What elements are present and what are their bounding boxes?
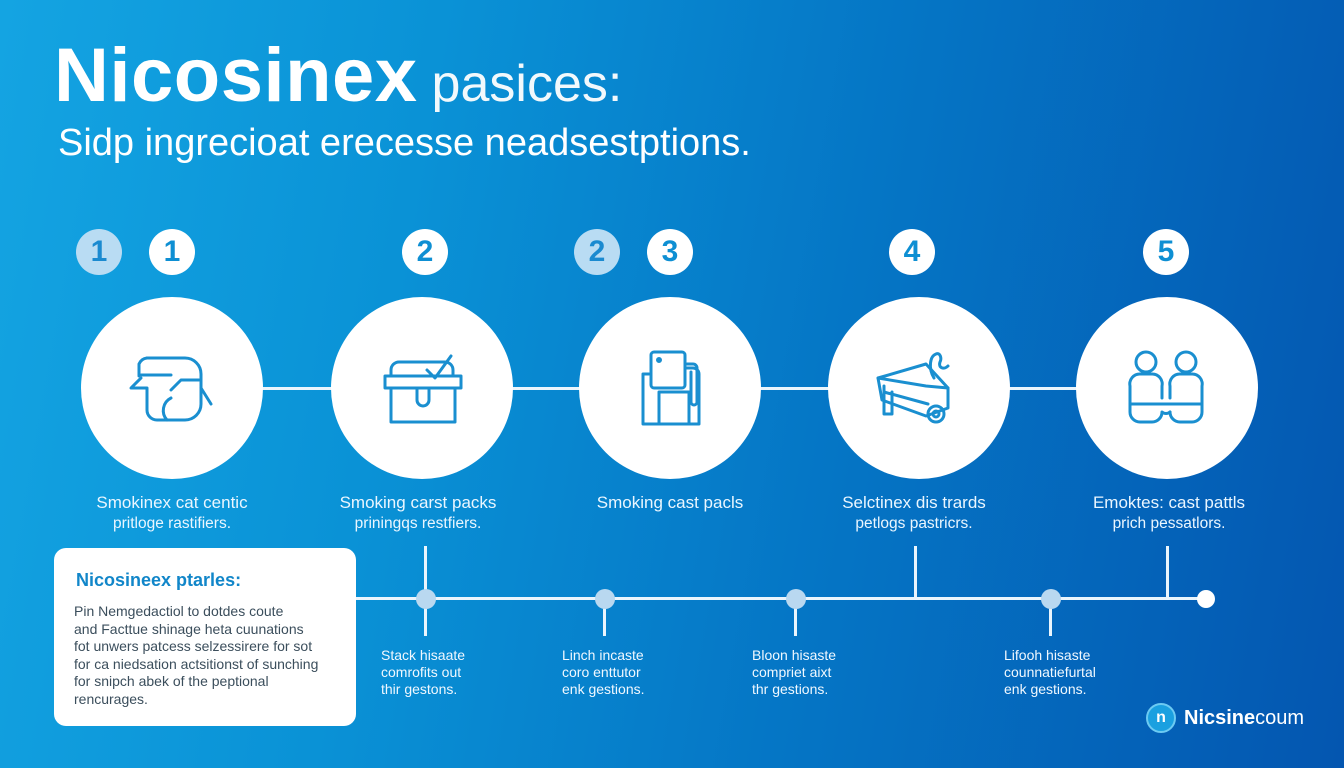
step-circle-5 <box>1076 297 1258 479</box>
timeline-note-1-line2: comrofits out <box>381 664 462 680</box>
timeline-tick-5 <box>1049 598 1052 636</box>
timeline-dot-2 <box>595 589 615 609</box>
timeline-note-3-line1: Bloon hisaste <box>752 647 837 663</box>
step-badge-5: 5 <box>1143 229 1189 275</box>
step-caption-2-line1: Smoking carst packs <box>339 493 497 512</box>
timeline-end-dot <box>1197 590 1215 608</box>
timeline-note-4: Lifooh hisaste counnatiefurtal enk gesti… <box>1004 647 1096 698</box>
two-people-icon <box>1128 350 1204 424</box>
step-caption-2: Smoking carst packs priningqs restfiers. <box>298 492 538 534</box>
step-caption-1-line2: pritloge rastifiers. <box>112 515 231 532</box>
title-light: pasices: <box>431 55 623 113</box>
step-caption-1-line1: Smokinex cat centic <box>96 493 248 512</box>
step-circle-2 <box>331 297 513 479</box>
info-card-line-3: fot unwers patcess selzessirere for sot <box>74 638 313 654</box>
step-caption-4-line2: petlogs pastricrs. <box>855 515 973 532</box>
brand-name: Nicsinecoum <box>1184 707 1304 730</box>
timeline-dot-1 <box>416 589 436 609</box>
timeline-note-3-line3: thr gestions. <box>752 681 829 697</box>
step-badge-4: 4 <box>889 229 935 275</box>
step-circle-4 <box>828 297 1010 479</box>
step-badge-2-ghost: 2 <box>574 229 620 275</box>
timeline-note-2-line2: coro enttutor <box>562 664 641 680</box>
timeline-note-1-line1: Stack hisaate <box>381 647 466 663</box>
info-card: Nicosineex ptarles: Pin Nemgedactiol to … <box>54 548 356 726</box>
brand-name-bold: Nicsine <box>1184 706 1256 729</box>
timeline-note-4-line3: enk gestions. <box>1004 681 1087 697</box>
fuel-pump-icon <box>641 350 701 426</box>
timeline-note-1-line3: thir gestons. <box>381 681 458 697</box>
timeline-note-4-line2: counnatiefurtal <box>1004 664 1096 680</box>
timeline-axis <box>354 597 1206 600</box>
timeline-note-2-line1: Linch incaste <box>562 647 644 663</box>
info-card-line-5: for snipch abek of the peptional <box>74 673 269 689</box>
info-card-line-1: Pin Nemgedactiol to dotdes coute <box>74 603 284 619</box>
step-badge-3: 3 <box>647 229 693 275</box>
step-circle-3 <box>579 297 761 479</box>
timeline-tick-4 <box>914 546 917 598</box>
timeline-note-4-line1: Lifooh hisaste <box>1004 647 1091 663</box>
timeline-note-1: Stack hisaate comrofits out thir gestons… <box>381 647 465 698</box>
speech-bubbles-icon <box>129 356 213 422</box>
timeline-tick-2 <box>603 598 606 636</box>
step-caption-1: Smokinex cat centic pritloge rastifiers. <box>52 492 292 534</box>
brand-mark: n Nicsinecoum <box>1146 703 1304 733</box>
info-card-title: Nicosineex ptarles: <box>76 570 242 590</box>
title-bold: Nicosinex <box>54 33 418 118</box>
info-card-line-6: rencurages. <box>74 690 148 707</box>
step-badge-1: 1 <box>149 229 195 275</box>
page-subtitle: Sidp ingrecioat erecesse neadsestptions. <box>58 122 751 164</box>
info-card-body: Pin Nemgedactiol to dotdes coute and Fac… <box>74 603 336 708</box>
step-caption-2-line2: priningqs restfiers. <box>354 515 482 532</box>
step-badge-2: 2 <box>402 229 448 275</box>
checked-box-icon <box>383 354 463 424</box>
info-card-line-4: for ca niedsation actsitionst of sunchin… <box>74 655 319 672</box>
brand-name-light: coum <box>1255 706 1305 729</box>
step-caption-5-line1: Emoktes: cast pattls <box>1092 493 1246 512</box>
step-caption-4: Selctinex dis trards petlogs pastricrs. <box>794 492 1034 534</box>
cart-icon <box>876 352 950 424</box>
brand-logo-icon: n <box>1146 703 1176 733</box>
step-circle-1 <box>81 297 263 479</box>
timeline-tick-6 <box>1166 546 1169 598</box>
timeline-note-3-line2: compriet aixt <box>752 664 832 680</box>
timeline-note-3: Bloon hisaste compriet aixt thr gestions… <box>752 647 836 698</box>
info-card-line-2: and Facttue shinage heta cuunations <box>74 620 304 637</box>
timeline-tick-3 <box>794 598 797 636</box>
step-caption-3: Smoking cast pacls <box>550 492 790 513</box>
timeline-dot-4 <box>1041 589 1061 609</box>
timeline-dot-3 <box>786 589 806 609</box>
timeline-note-2-line3: enk gestions. <box>562 681 645 697</box>
step-caption-5-line2: prich pessatlors. <box>1112 515 1226 532</box>
step-badge-1-ghost: 1 <box>76 229 122 275</box>
step-caption-5: Emoktes: cast pattls prich pessatlors. <box>1049 492 1289 534</box>
timeline-note-2: Linch incaste coro enttutor enk gestions… <box>562 647 645 698</box>
step-caption-4-line1: Selctinex dis trards <box>842 493 986 512</box>
step-caption-3-line1: Smoking cast pacls <box>596 493 744 512</box>
